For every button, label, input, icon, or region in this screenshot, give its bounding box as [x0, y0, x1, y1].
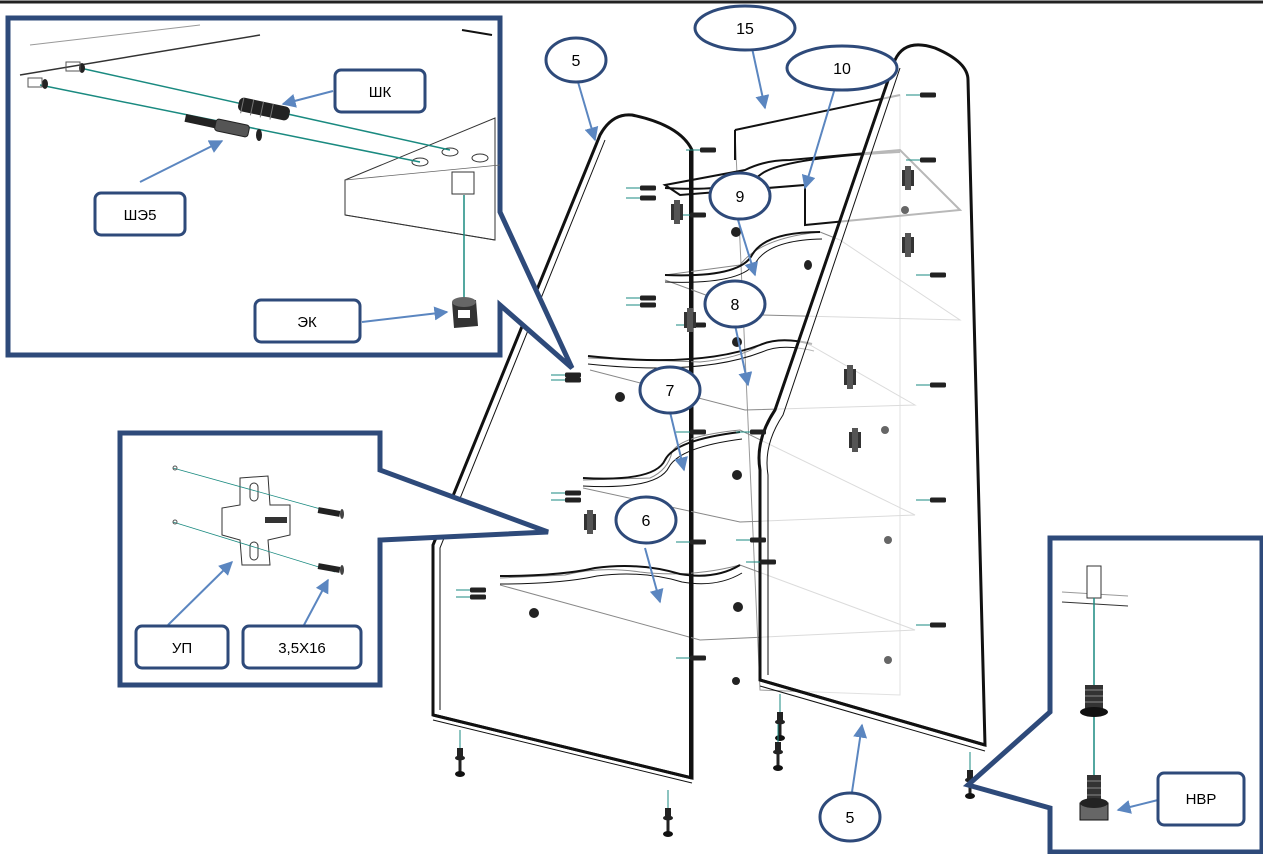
foot-insert-part: [1080, 685, 1108, 717]
screw-parts: [265, 507, 344, 575]
bubble-part-7-text: 7: [666, 383, 675, 400]
label-screw: 3,5Х16: [241, 624, 363, 670]
eccentric-coupler-part: [452, 297, 478, 328]
label-ek: ЭК: [253, 298, 362, 344]
label-shk-text: ШК: [369, 84, 392, 101]
corner-bracket-part: [172, 465, 336, 573]
side-panel-right: [757, 43, 987, 752]
hardware-cams: [529, 206, 909, 685]
main-shelf-unit: [431, 43, 987, 838]
bubble-part-10-text: 10: [833, 61, 851, 78]
side-panel-left: [431, 113, 694, 784]
wood-dowel-part: [238, 97, 290, 121]
bubble-part-15-text: 15: [736, 21, 754, 38]
bubble-part-8-text: 8: [731, 297, 740, 314]
callout-bracket-detail: УП 3,5Х16: [117, 430, 549, 688]
label-nvr-text: НВР: [1186, 791, 1217, 808]
label-ek-text: ЭК: [297, 314, 317, 331]
label-nvr: НВР: [1156, 771, 1246, 827]
bubble-part-10: 10: [785, 44, 899, 92]
bubble-part-6-text: 6: [642, 513, 651, 530]
bubble-part-9: 9: [708, 171, 772, 221]
bubble-part-5-bottom: 5: [818, 791, 882, 843]
foot-screw-part: [1079, 775, 1109, 821]
bubble-part-15: 15: [693, 4, 797, 52]
label-she5-text: ШЭ5: [124, 207, 157, 224]
label-up-text: УП: [172, 640, 192, 657]
bubble-part-6: 6: [614, 495, 678, 545]
label-shk: ШК: [333, 68, 427, 114]
bubble-part-9-text: 9: [736, 189, 745, 206]
shelf-7: [582, 429, 916, 523]
bubble-part-5-top-text: 5: [572, 53, 581, 70]
label-she5: ШЭ5: [93, 191, 187, 237]
bubble-part-5-top: 5: [544, 36, 608, 84]
bubble-part-5-bottom-text: 5: [846, 810, 855, 827]
callout-fasteners-detail: ШК ШЭ5 ЭК: [5, 15, 575, 370]
bubble-part-8: 8: [703, 279, 767, 329]
eccentric-stud-part: [184, 113, 262, 141]
part-number-bubbles: 15 10 5 9 8 7 6 5: [544, 4, 899, 843]
bubble-part-7: 7: [638, 365, 702, 415]
shelf-6: [499, 564, 916, 641]
label-screw-text: 3,5Х16: [278, 640, 326, 657]
label-up: УП: [134, 624, 230, 670]
callout-foot-detail: НВР: [962, 535, 1263, 854]
